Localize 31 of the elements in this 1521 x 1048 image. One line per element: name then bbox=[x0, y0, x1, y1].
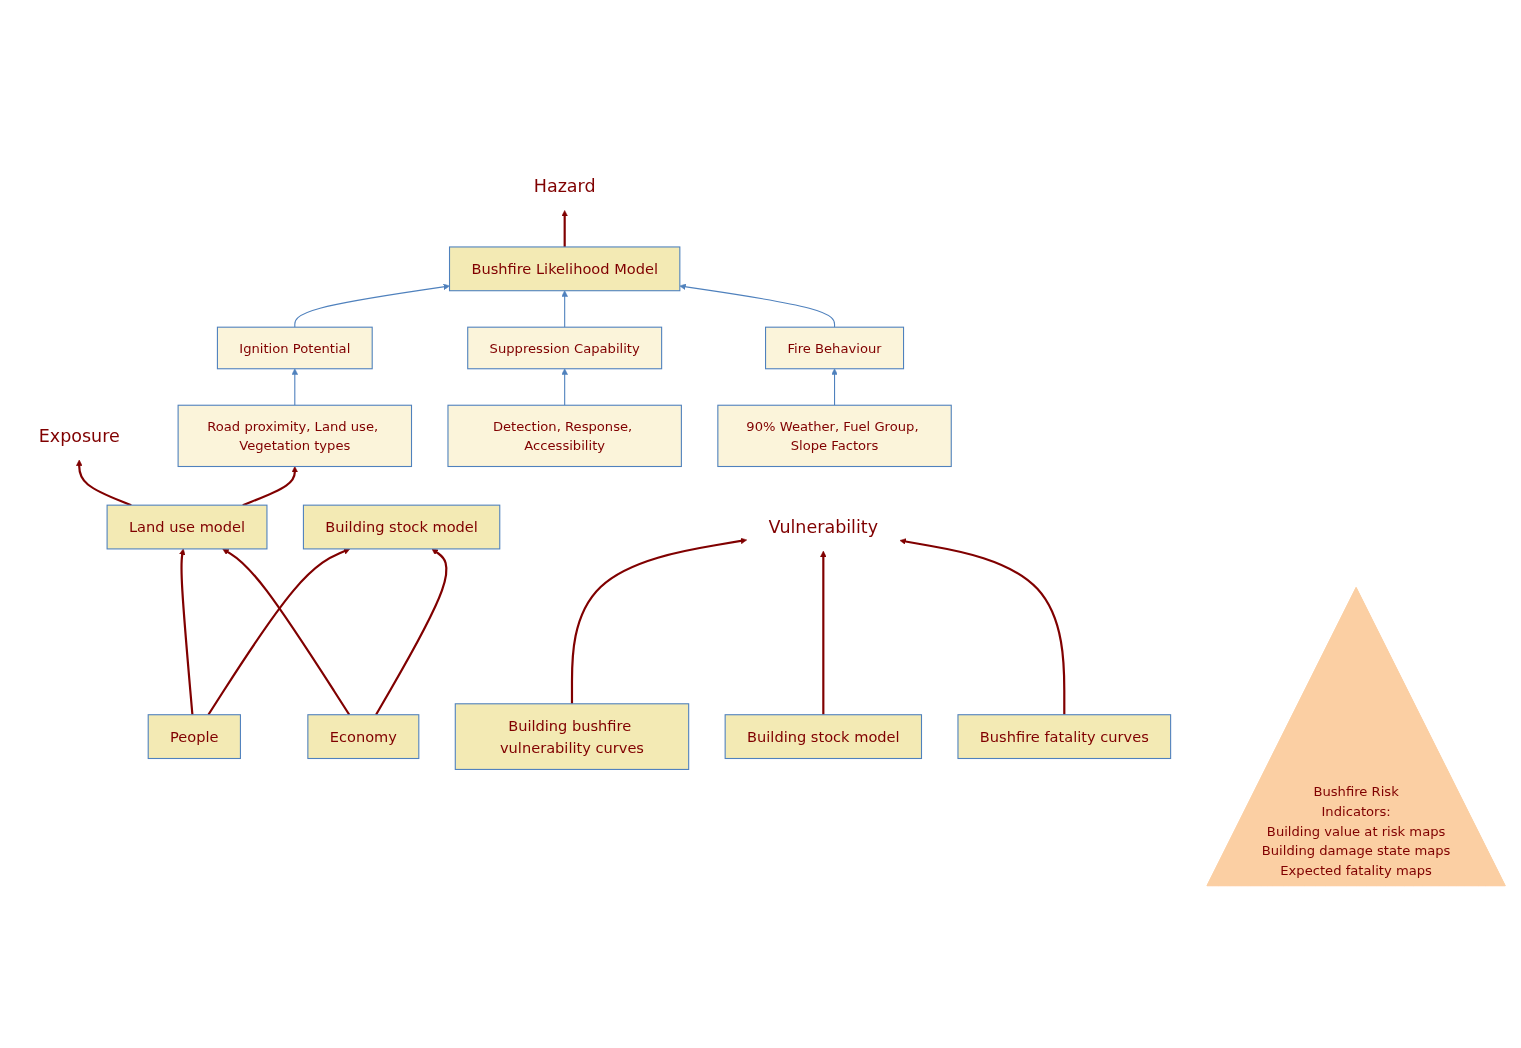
arrow bbox=[178, 548, 193, 715]
arrow bbox=[560, 290, 568, 328]
node-box: Ignition Potential bbox=[216, 326, 373, 370]
arrow bbox=[293, 283, 450, 328]
node-box: Economy bbox=[306, 714, 419, 760]
node-box: 90% Weather, Fuel Group, Slope Factors bbox=[716, 404, 952, 468]
node-box: Bushfire fatality curves bbox=[956, 714, 1171, 760]
arrow bbox=[241, 466, 298, 507]
node-box: People bbox=[147, 714, 241, 760]
node-box: Suppression Capability bbox=[466, 326, 662, 370]
node-box: Fire Behaviour bbox=[764, 326, 904, 370]
node-text: Vulnerability bbox=[768, 516, 878, 538]
arrow bbox=[560, 368, 568, 406]
node-box: Road proximity, Land use, Vegetation types bbox=[177, 404, 412, 468]
arrow bbox=[679, 283, 835, 328]
node-box: Land use model bbox=[106, 504, 267, 550]
arrow bbox=[75, 459, 132, 507]
arrow bbox=[291, 368, 298, 406]
arrow bbox=[819, 550, 827, 715]
arrow bbox=[899, 538, 1065, 715]
node-text: Hazard bbox=[533, 176, 596, 197]
arrow bbox=[560, 210, 568, 247]
arrow bbox=[374, 548, 447, 716]
node-box: Building stock model bbox=[302, 504, 500, 550]
node-box: Building bushfire vulnerability curves bbox=[454, 703, 689, 770]
node-text: Exposure bbox=[38, 425, 120, 447]
node-box: Bushfire Likelihood Model bbox=[448, 246, 680, 292]
node-box: Building stock model bbox=[724, 714, 922, 760]
arrow bbox=[830, 368, 838, 406]
node-box: Detection, Response, Accessibility bbox=[446, 404, 682, 468]
arrow bbox=[570, 537, 747, 704]
